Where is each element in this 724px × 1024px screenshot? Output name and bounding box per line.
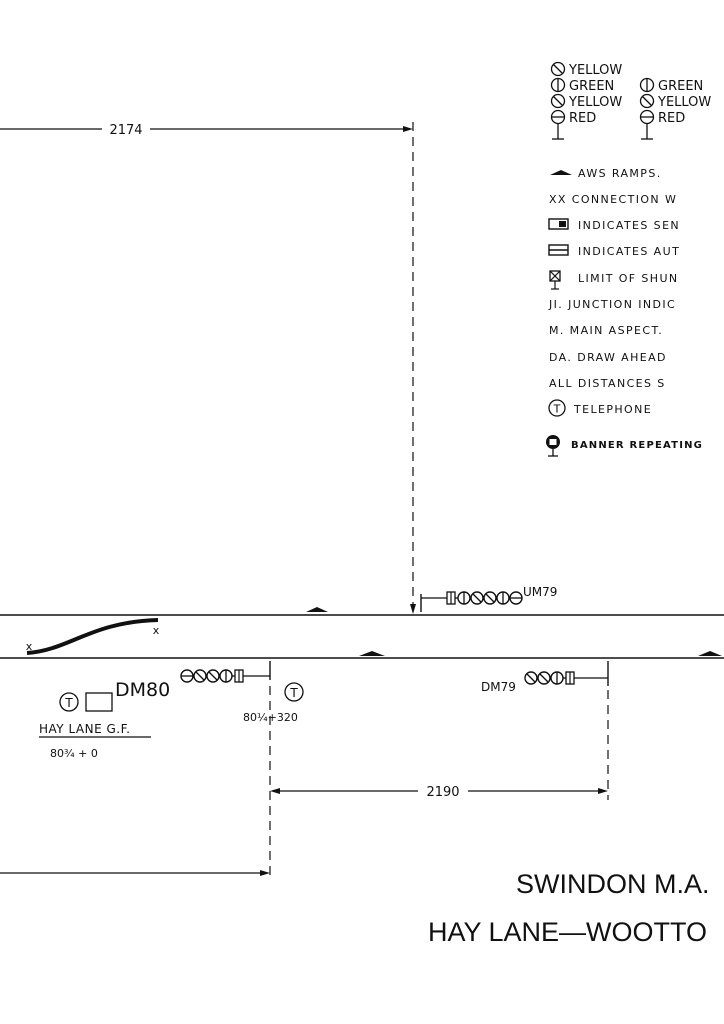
legend-item-main-aspect: M. MAIN ASPECT. — [549, 324, 663, 337]
legend-item-aut: INDICATES AUT — [578, 245, 680, 258]
legend-sig-a-1: GREEN — [569, 79, 614, 94]
title-line-2: HAY LANE—WOOTTO — [428, 917, 707, 947]
hay-lane-mileage: 80¾ + 0 — [50, 747, 98, 760]
dimension-top-label: 2174 — [109, 123, 142, 138]
signal-um79: UM79 — [420, 585, 557, 612]
dimension-2174: 2174 — [0, 122, 416, 614]
telephone-icon — [284, 682, 304, 702]
crossover: x x — [26, 618, 160, 655]
svg-text:T: T — [553, 403, 561, 416]
aws-ramp-up-1 — [306, 607, 328, 612]
legend-sig-b-0: GREEN — [658, 79, 703, 94]
sen-box-icon — [548, 218, 569, 230]
banner-repeater-icon — [546, 435, 560, 457]
dimension-2190: 2190 — [269, 686, 609, 880]
legend: YELLOW GREEN YELLOW RED GREEN YELLOW RED — [546, 61, 711, 457]
aws-ramp-down-2 — [698, 651, 722, 656]
ground-frame-box — [85, 692, 113, 712]
crossover-right-mark: x — [153, 624, 160, 637]
signal-dm80: DM80 — [115, 661, 271, 701]
title-block: SWINDON M.A. HAY LANE—WOOTTO — [428, 869, 710, 947]
legend-item-draw-ahead: DA. DRAW AHEAD — [549, 351, 667, 364]
legend-signal-4-aspect: YELLOW GREEN YELLOW RED — [550, 61, 622, 140]
dimension-bottom-label: 2190 — [426, 785, 459, 800]
legend-item-telephone: TELEPHONE — [573, 403, 652, 416]
legend-item-distances: ALL DISTANCES S — [549, 377, 666, 390]
signal-um79-label: UM79 — [523, 585, 557, 599]
legend-sig-b-2: RED — [658, 111, 685, 126]
crossover-left-mark: x — [26, 640, 33, 653]
legend-sig-b-1: YELLOW — [657, 95, 711, 110]
legend-signal-3-aspect: GREEN YELLOW RED — [639, 77, 711, 140]
svg-text:T: T — [289, 686, 298, 700]
telephone-icon: T — [548, 399, 566, 417]
signal-dm80-label: DM80 — [115, 679, 170, 701]
telephone-icon — [59, 692, 79, 712]
signal-dm79-label: DM79 — [481, 680, 516, 694]
legend-sig-a-3: RED — [569, 111, 596, 126]
dimension-lower-left — [0, 870, 270, 876]
legend-item-sen: INDICATES SEN — [578, 219, 680, 232]
legend-item-aws: AWS RAMPS. — [578, 167, 662, 180]
hay-lane-label: HAY LANE G.F. — [39, 722, 130, 736]
aws-ramp-down-1 — [359, 651, 385, 656]
title-line-1: SWINDON M.A. — [516, 869, 710, 899]
aws-ramp-icon — [550, 170, 572, 175]
legend-item-junction: JI. JUNCTION INDIC — [548, 298, 676, 311]
hay-lane-ground-frame: T HAY LANE G.F. 80¾ + 0 — [39, 692, 151, 760]
legend-item-shunt: LIMIT OF SHUN — [578, 272, 679, 285]
legend-sig-a-0: YELLOW — [568, 63, 622, 78]
legend-item-connection: XX CONNECTION W — [549, 193, 677, 206]
telephone-mileage-marker: T 80¼+320 — [243, 682, 304, 724]
svg-text:T: T — [64, 696, 73, 710]
legend-sig-a-2: YELLOW — [568, 95, 622, 110]
signal-dm79: DM79 — [481, 661, 609, 694]
shunt-limit-icon — [549, 270, 561, 290]
legend-item-banner: BANNER REPEATING — [571, 440, 703, 451]
